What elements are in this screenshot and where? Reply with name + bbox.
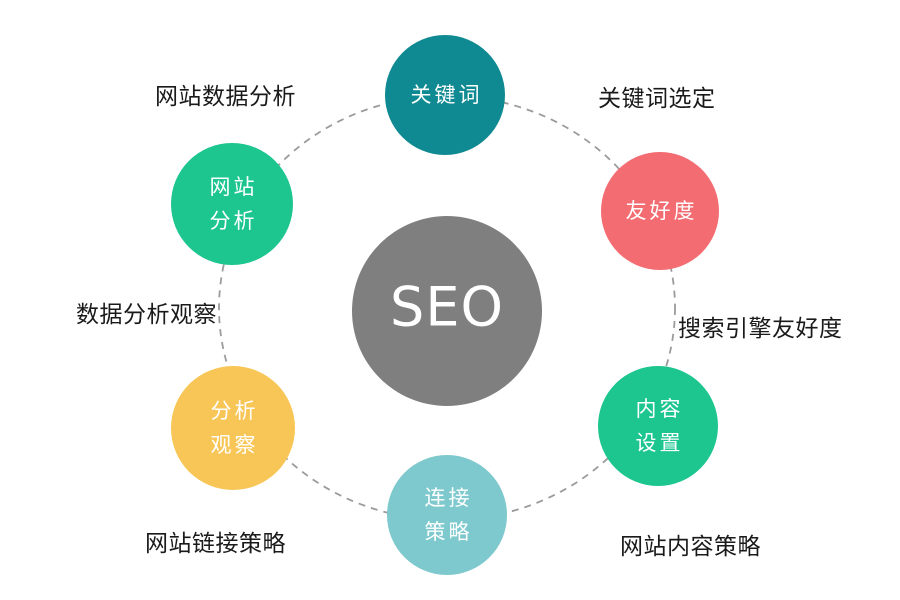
- node-label-line: 观察: [210, 433, 259, 457]
- node-label-line: 分析: [209, 209, 258, 233]
- node-label-content-setup: 内容 设置: [633, 392, 684, 460]
- outer-label-search-engine-friendliness: 搜索引擎友好度: [678, 316, 843, 342]
- node-circle-analysis-observe: [171, 366, 295, 490]
- node-label-line: 连接: [424, 486, 473, 510]
- node-label-site-analysis: 网站 分析: [207, 170, 258, 238]
- outer-label-site-content-strategy: 网站内容策略: [620, 534, 761, 560]
- node-label-line: 内容: [635, 397, 684, 421]
- node-circle-content-setup: [598, 366, 718, 486]
- node-label-line: 策略: [424, 520, 473, 544]
- node-circle-keywords: [385, 35, 505, 155]
- center-circle: [352, 216, 542, 406]
- node-label-link-strategy: 连接 策略: [422, 481, 473, 549]
- outer-label-keyword-selection: 关键词选定: [598, 86, 716, 112]
- node-label-line: 关键词: [410, 83, 483, 107]
- node-label-line: 网站: [209, 175, 258, 199]
- node-circle-site-analysis: [171, 143, 293, 265]
- node-label-line: 分析: [210, 399, 259, 423]
- center-label: SEO: [390, 275, 504, 339]
- outer-label-site-data-analysis: 网站数据分析: [155, 84, 296, 110]
- node-label-analysis-observe: 分析 观察: [208, 394, 259, 462]
- dashed-ring: [218, 95, 676, 521]
- node-label-keywords: 关键词: [408, 78, 483, 112]
- node-label-line: 友好度: [625, 199, 698, 223]
- node-circle-link-strategy: [387, 455, 507, 575]
- node-label-friendliness: 友好度: [623, 194, 698, 228]
- node-label-line: 设置: [635, 431, 684, 455]
- outer-label-data-analysis-observation: 数据分析观察: [76, 302, 217, 328]
- node-circle-friendliness: [601, 152, 719, 270]
- outer-label-site-link-strategy: 网站链接策略: [145, 531, 286, 557]
